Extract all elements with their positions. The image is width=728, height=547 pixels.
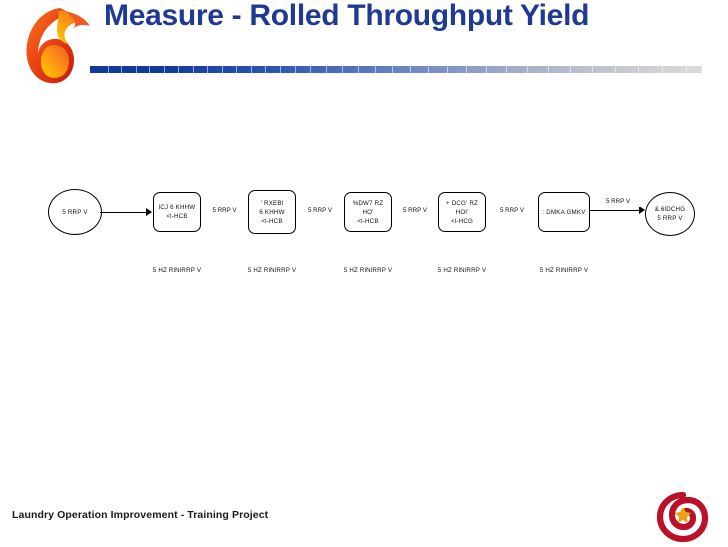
flow-node-end[interactable]: &.6lDCHG 5 RRP V [645, 192, 695, 236]
flow-node-label: + DCG' RZ HOl' <l-HCG [445, 199, 479, 225]
slide-footer: Laundry Operation Improvement - Training… [0, 486, 728, 546]
company-swirl-logo-icon [656, 491, 710, 543]
flow-under-label-5: 5 HZ RlNlRRP V [539, 267, 589, 274]
flow-under-label-1: 5 HZ RlNlRRP V [152, 267, 202, 274]
flow-connector-4: 5 RRP V [392, 206, 438, 218]
flow-connector-3: 5 RRP V [296, 206, 344, 218]
flow-under-label-3: 5 HZ RlNlRRP V [343, 267, 393, 274]
flow-connector-label: 5 RRP V [296, 206, 344, 216]
flow-node-start[interactable]: 5 RRP V [48, 189, 102, 235]
flow-connector-2: 5 RRP V [201, 206, 248, 218]
flow-node-step-5[interactable]: : DMKA GMKV [538, 192, 590, 232]
flow-connector-label: 5 RRP V [392, 206, 438, 216]
flow-node-label: ' RXEBl 6 KHHW <l-HCB [259, 199, 285, 225]
flow-node-label: &.6lDCHG 5 RRP V [654, 206, 686, 222]
page-title: Measure - Rolled Throughput Yield [104, 0, 590, 32]
slide-header: Measure - Rolled Throughput Yield [0, 0, 728, 90]
flow-connector-label: 5 RRP V [486, 206, 538, 216]
rolled-throughput-yield-flow-diagram: 5 RRP V lCJ 6 KHHW <l-HCB 5 RRP V ' RXEB… [0, 150, 728, 310]
flow-under-label-2: 5 HZ RlNlRRP V [247, 267, 297, 274]
flow-connector-1 [100, 206, 153, 218]
flow-node-step-2[interactable]: ' RXEBl 6 KHHW <l-HCB [248, 190, 296, 234]
flow-node-label: : DMKA GMKV [542, 208, 586, 216]
flow-node-label: lCJ 6 KHHW <l-HCB [158, 204, 196, 220]
six-sigma-logo-icon [14, 2, 92, 86]
title-underline-rule [90, 66, 702, 73]
flow-connector-5: 5 RRP V [486, 206, 538, 218]
flow-under-label-4: 5 HZ RlNlRRP V [437, 267, 487, 274]
flow-node-label: 5 RRP V [62, 208, 88, 216]
flow-connector-label: 5 RRP V [201, 206, 248, 216]
flow-connector-label: 5 RRP V [590, 197, 646, 207]
flow-node-label: %DW7 RZ HO' <l-HCB [352, 199, 384, 225]
flow-connector-6: 5 RRP V [590, 197, 646, 216]
flow-node-step-4[interactable]: + DCG' RZ HOl' <l-HCG [438, 192, 486, 232]
flow-node-step-3[interactable]: %DW7 RZ HO' <l-HCB [344, 192, 392, 232]
flow-node-step-1[interactable]: lCJ 6 KHHW <l-HCB [153, 192, 201, 232]
footer-caption: Laundry Operation Improvement - Training… [12, 509, 269, 521]
